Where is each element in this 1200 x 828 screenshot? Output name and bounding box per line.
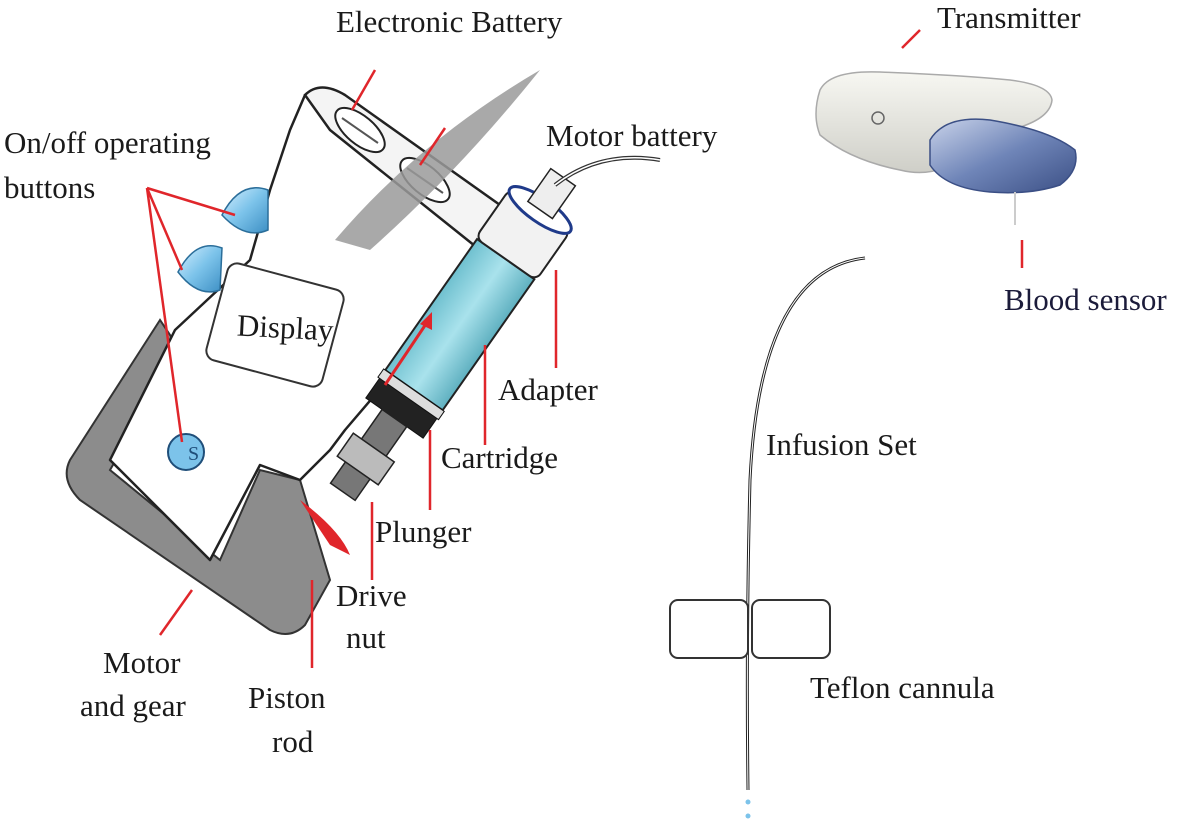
- display-screen: [205, 262, 345, 388]
- label-drive-nut-line1: Drive: [336, 578, 407, 613]
- infusion-set: [669, 256, 866, 819]
- power-icon: [871, 111, 885, 125]
- label-piston-rod-line2: rod: [272, 724, 314, 759]
- label-piston-rod-line1: Piston: [248, 680, 326, 715]
- transmitter-device: [815, 71, 1077, 225]
- button-upper: [221, 187, 269, 234]
- label-cartridge: Cartridge: [441, 440, 559, 475]
- cartridge-assembly: [329, 167, 577, 502]
- drop-2: [745, 813, 751, 819]
- casing-shadow-swoosh: [335, 70, 540, 250]
- infusion-tube: [745, 256, 866, 791]
- cannula-right-wing: [751, 599, 831, 659]
- rotation-arrow: [300, 500, 350, 555]
- label-plunger: Plunger: [375, 514, 472, 549]
- drop-1: [745, 799, 751, 805]
- drive-nut-body: [336, 432, 396, 486]
- on-off-buttons: [167, 187, 269, 471]
- label-on-off-line1: On/off operating: [4, 125, 211, 160]
- s-button: [167, 433, 205, 471]
- blood-sensor-body: [929, 118, 1077, 194]
- label-adapter: Adapter: [498, 372, 598, 407]
- label-transmitter: Transmitter: [937, 0, 1081, 35]
- tubing-to-pump: [553, 155, 661, 187]
- label-motor-gear-line2: and gear: [80, 688, 186, 723]
- plunger-rings: [377, 368, 445, 421]
- cannula-left-wing: [669, 599, 749, 659]
- label-on-off-line2: buttons: [4, 170, 96, 205]
- s-button-letter: S: [188, 443, 200, 465]
- label-motor-gear-line1: Motor: [103, 645, 181, 680]
- button-lower: [177, 245, 223, 293]
- pump-body: [65, 70, 540, 635]
- label-motor-battery: Motor battery: [546, 118, 718, 153]
- label-teflon-cannula: Teflon cannula: [810, 670, 995, 705]
- label-drive-nut-line2: nut: [346, 620, 386, 655]
- leader-lines: [145, 29, 1024, 668]
- flow-arrow: [383, 312, 432, 386]
- label-display: Display: [236, 307, 335, 348]
- label-infusion-set: Infusion Set: [766, 427, 917, 462]
- label-blood-sensor: Blood sensor: [1004, 282, 1167, 317]
- label-electronic-battery: Electronic Battery: [336, 4, 563, 39]
